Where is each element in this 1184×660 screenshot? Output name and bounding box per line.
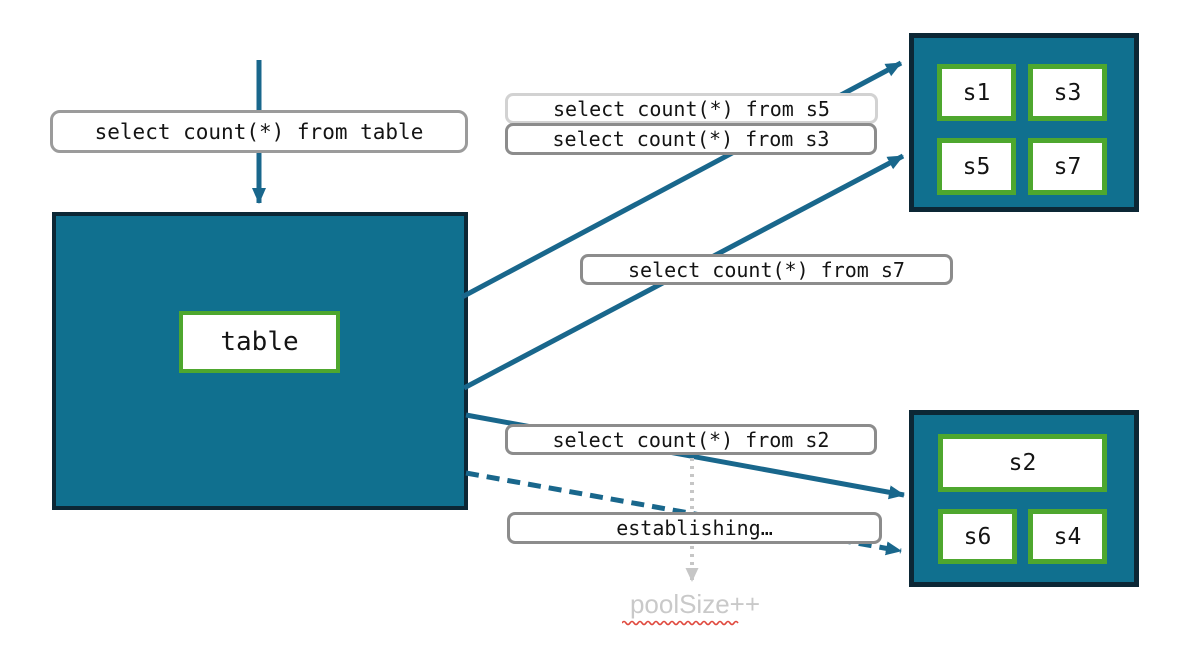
spellcheck-squiggle-icon [622, 620, 739, 626]
shard-s7-label: s7 [1053, 153, 1082, 180]
query-label-table-text: select count(*) from table [94, 119, 424, 144]
shard-group-bottom-box: s2 s6 s4 [909, 410, 1139, 587]
table-node-label: table [220, 327, 299, 357]
shard-s1-label: s1 [962, 79, 991, 106]
query-label-s3-text: select count(*) from s3 [552, 127, 830, 151]
shard-s2-label: s2 [1008, 450, 1037, 476]
pool-size-note: poolSize++ [629, 589, 761, 619]
shard-s5: s5 [937, 138, 1016, 195]
shard-group-top-box: s1 s3 s5 s7 [909, 33, 1139, 212]
shard-s6: s6 [938, 509, 1017, 564]
shard-s3: s3 [1028, 64, 1107, 121]
table-node: table [179, 311, 340, 373]
table-node-box: table [52, 212, 468, 510]
shard-s4: s4 [1028, 509, 1107, 564]
query-label-s2-text: select count(*) from s2 [552, 427, 830, 452]
shard-s4-label: s4 [1053, 523, 1082, 550]
shard-s7: s7 [1028, 138, 1107, 195]
shard-s6-label: s6 [963, 523, 992, 550]
query-label-s7: select count(*) from s7 [580, 254, 953, 285]
query-label-s7-text: select count(*) from s7 [628, 257, 905, 282]
shard-s1: s1 [937, 64, 1016, 121]
establishing-label-text: establishing… [616, 516, 773, 540]
query-label-table: select count(*) from table [50, 110, 468, 153]
establishing-label: establishing… [507, 512, 882, 544]
shard-s3-label: s3 [1053, 79, 1082, 106]
query-label-s5-text: select count(*) from s5 [553, 96, 830, 121]
query-label-s5: select count(*) from s5 [505, 93, 878, 124]
shard-s5-label: s5 [962, 153, 991, 180]
query-label-s3: select count(*) from s3 [505, 123, 877, 155]
shard-s2: s2 [938, 434, 1107, 492]
query-label-s2: select count(*) from s2 [505, 424, 877, 455]
